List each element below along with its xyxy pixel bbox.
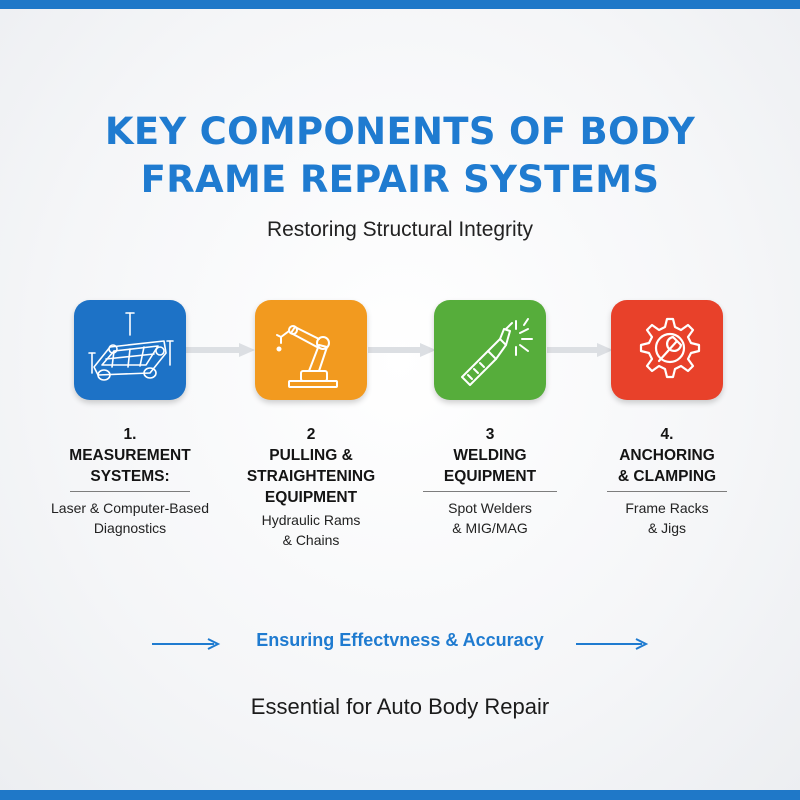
step-3-name: 3 WELDING EQUIPMENT [395,424,585,487]
step-pulling: 2 PULLING & STRAIGHTENING EQUIPMENT Hydr… [216,300,406,550]
step-anchoring: 4. ANCHORING & CLAMPING Frame Racks & Ji… [572,300,762,538]
step-3-name-line: EQUIPMENT [443,468,537,485]
connector-arrow-2 [368,343,436,357]
car-frame-icon [88,312,174,381]
step-3-desc-line: & MIG/MAG [452,520,528,536]
effect-arrow-right [576,638,649,650]
effect-arrow-left [152,638,221,650]
step-1-tile [74,300,186,400]
step-measurement: 1. MEASUREMENT SYSTEMS: Laser & Computer… [35,300,225,538]
effect-statement: Ensuring Effectvness & Accuracy [256,630,544,650]
step-4-number: 4. [660,426,674,443]
step-3-tile [434,300,546,400]
top-accent-bar [0,0,800,9]
step-4-name-line: & CLAMPING [617,468,717,485]
page-title: KEY COMPONENTS OF BODY FRAME REPAIR SYST… [0,108,800,204]
step-2-desc-line: Hydraulic Rams [261,512,361,528]
gear-wrench-icon [639,317,701,379]
step-3-desc-line: Spot Welders [448,500,532,516]
step-welding: 3 WELDING EQUIPMENT Spot Welders & MIG/M… [395,300,585,538]
welding-torch-icon [461,318,533,386]
step-3-description: Spot Welders & MIG/MAG [395,498,585,538]
title-line-2: FRAME REPAIR SYSTEMS [140,158,660,201]
step-3-number: 3 [485,426,495,443]
bottom-accent-bar [0,790,800,800]
step-2-name-line: STRAIGHTENING [246,468,376,485]
title-line-1: KEY COMPONENTS OF BODY [104,110,696,153]
step-4-divider [607,491,727,492]
step-1-desc-line: Diagnostics [93,520,167,536]
step-2-tile [255,300,367,400]
subtitle: Restoring Structural Integrity [266,218,534,241]
step-2-name: 2 PULLING & STRAIGHTENING EQUIPMENT [216,424,406,508]
step-1-name: 1. MEASUREMENT SYSTEMS: [35,424,225,487]
step-1-name-line: SYSTEMS: [90,468,170,485]
robotic-arm-icon [276,325,338,388]
step-1-divider [70,491,190,492]
step-3-name-line: WELDING [453,447,527,464]
step-4-desc-line: Frame Racks [625,500,709,516]
step-2-description: Hydraulic Rams & Chains [216,510,406,550]
step-2-name-line: EQUIPMENT [264,489,358,506]
step-1-number: 1. [123,426,137,443]
step-4-description: Frame Racks & Jigs [572,498,762,538]
step-2-name-line: PULLING & [269,447,353,464]
connector-arrow-1 [185,343,255,357]
footer-tagline: Essential for Auto Body Repair [250,694,550,719]
connector-arrow-3 [547,343,613,357]
step-2-desc-line: & Chains [282,532,340,548]
step-4-desc-line: & Jigs [647,520,687,536]
step-4-tile [611,300,723,400]
step-1-description: Laser & Computer-Based Diagnostics [35,498,225,538]
step-4-name: 4. ANCHORING & CLAMPING [572,424,762,487]
step-2-number: 2 [306,426,316,443]
step-4-name-line: ANCHORING [619,447,715,464]
step-1-desc-line: Laser & Computer-Based [51,500,209,516]
step-1-name-line: MEASUREMENT [69,447,191,464]
step-3-divider [423,491,557,492]
